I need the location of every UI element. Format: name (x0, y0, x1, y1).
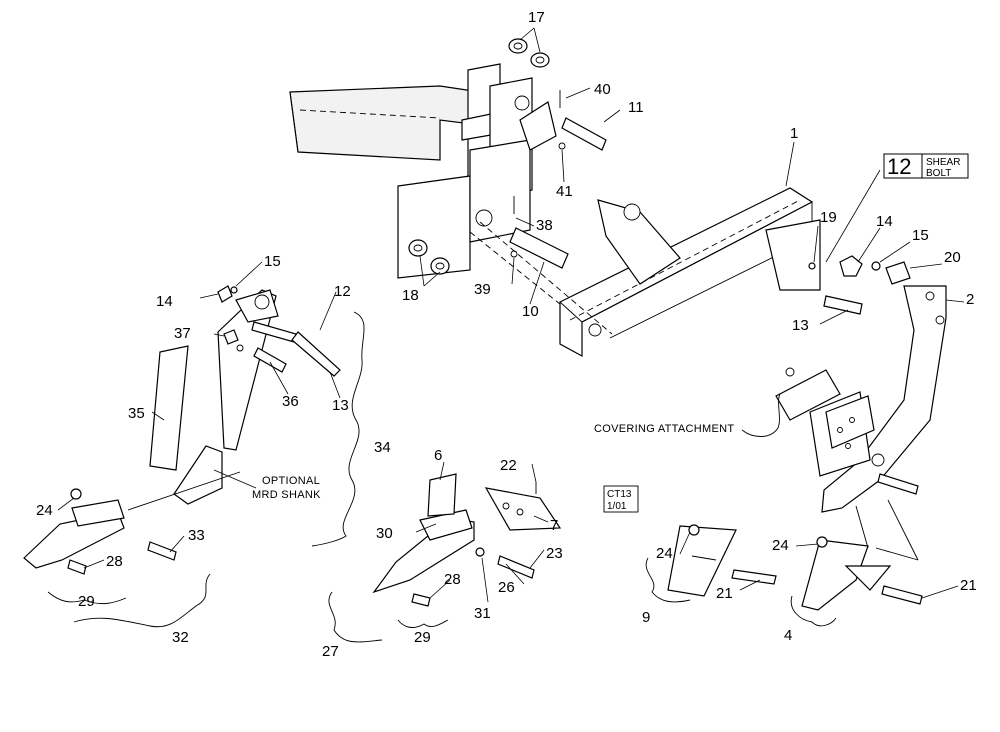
callout-19: 19 (820, 209, 837, 226)
callout-24-left: 24 (36, 502, 53, 519)
callout-14-left: 14 (156, 293, 173, 310)
point-assembly-4 (801, 536, 923, 611)
callout-32: 32 (172, 629, 189, 646)
callout-23: 23 (546, 545, 563, 562)
callout-13-right: 13 (792, 317, 809, 334)
callout-31: 31 (474, 605, 491, 622)
pin-11 (561, 117, 607, 151)
callout-21-right: 21 (960, 577, 977, 594)
point-assembly-32 (23, 488, 177, 575)
mrd-shank-assembly (149, 289, 279, 505)
note-optional: OPTIONAL (262, 475, 320, 487)
callout-35: 35 (128, 405, 145, 422)
shank-2 (821, 285, 947, 513)
callout-7: 7 (550, 517, 558, 534)
callout-37: 37 (174, 325, 191, 342)
callout-36: 36 (282, 393, 299, 410)
callout-29-center: 29 (414, 629, 431, 646)
shear-bolt-number: 12 (887, 154, 911, 179)
callout-40: 40 (594, 81, 611, 98)
shear-bolt-label-1: SHEAR (926, 157, 960, 168)
callout-20: 20 (944, 249, 961, 266)
callout-24-mid: 24 (656, 545, 673, 562)
callout-26: 26 (498, 579, 515, 596)
callout-39: 39 (474, 281, 491, 298)
washers-18 (408, 239, 450, 275)
callout-41: 41 (556, 183, 573, 200)
callout-17: 17 (528, 9, 545, 26)
callout-9: 9 (642, 609, 650, 626)
callout-24-right: 24 (772, 537, 789, 554)
callout-15-left: 15 (264, 253, 281, 270)
strap-6 (427, 473, 457, 517)
callout-12-left: 12 (334, 283, 351, 300)
callout-29-left: 29 (78, 593, 95, 610)
callout-33: 33 (188, 527, 205, 544)
callout-labels: 17 40 11 1 19 14 15 20 2 13 38 41 18 39 … (36, 9, 977, 660)
shear-bolt-label-2: BOLT (926, 168, 951, 179)
callout-38: 38 (536, 217, 553, 234)
leader-lines (57, 27, 965, 603)
shear-bolt-callout: 12 SHEAR BOLT (883, 153, 969, 179)
covering-attachment (775, 367, 875, 477)
nut-14 (839, 255, 863, 277)
callout-1: 1 (790, 125, 798, 142)
pin-10 (509, 227, 569, 269)
callout-15-right: 15 (912, 227, 929, 244)
washer-15 (871, 261, 881, 271)
callout-28-left: 28 (106, 553, 123, 570)
callout-6: 6 (434, 447, 442, 464)
callout-4: 4 (784, 627, 792, 644)
callout-27: 27 (322, 643, 339, 660)
drawing-stamp: CT13 1/01 (603, 485, 639, 513)
stamp-line-2: 1/01 (607, 501, 627, 512)
note-mrd-shank: MRD SHANK (252, 489, 321, 501)
note-covering-attachment: COVERING ATTACHMENT (594, 423, 734, 435)
bolt-13 (823, 295, 863, 315)
callout-21-mid: 21 (716, 585, 733, 602)
callout-14-right: 14 (876, 213, 893, 230)
main-arm-1 (559, 187, 821, 358)
callout-11: 11 (628, 99, 644, 116)
stamp-line-1: CT13 (607, 489, 632, 500)
point-assembly-27 (372, 473, 562, 607)
callout-13-left: 13 (332, 397, 349, 414)
callout-28-center: 28 (444, 571, 461, 588)
callout-18: 18 (402, 287, 419, 304)
washers-17 (508, 38, 550, 68)
callout-2: 2 (966, 291, 974, 308)
callout-22: 22 (500, 457, 517, 474)
callout-10: 10 (522, 303, 539, 320)
plate-7 (484, 487, 562, 531)
callout-34: 34 (374, 439, 391, 456)
bracket-35 (149, 345, 189, 471)
callout-30: 30 (376, 525, 393, 542)
spacer-20 (885, 261, 911, 285)
